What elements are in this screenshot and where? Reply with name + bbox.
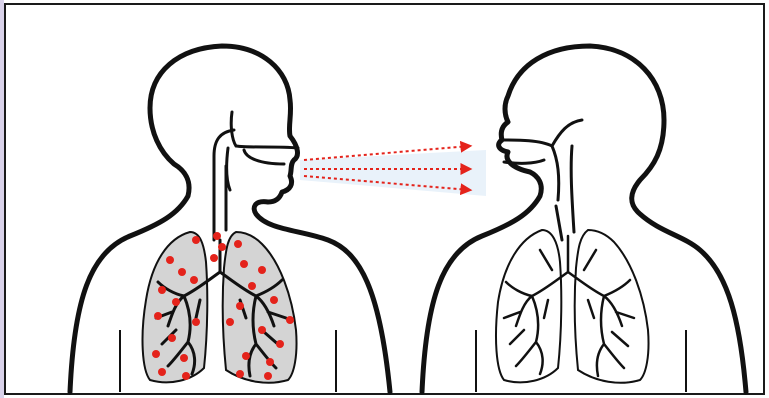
- right-lung-infected: [223, 232, 297, 383]
- particle: [234, 240, 242, 248]
- airflow-haze: [300, 150, 486, 196]
- particle: [158, 368, 166, 376]
- particle: [166, 256, 174, 264]
- particle: [218, 243, 226, 251]
- particle: [158, 286, 166, 294]
- particle: [190, 276, 198, 284]
- particle: [248, 282, 256, 290]
- particle: [240, 260, 248, 268]
- infected-airway: [214, 112, 298, 240]
- particle: [226, 318, 234, 326]
- particle: [236, 302, 244, 310]
- particle: [172, 298, 180, 306]
- left-lung-healthy: [496, 230, 561, 382]
- healthy-person: [422, 46, 746, 392]
- particle: [182, 372, 190, 380]
- particle: [264, 372, 272, 380]
- particle: [154, 312, 162, 320]
- particle: [242, 352, 250, 360]
- particle: [213, 232, 221, 240]
- particle: [168, 334, 176, 342]
- infected-person: [70, 46, 390, 392]
- particle: [178, 268, 186, 276]
- particle: [258, 326, 266, 334]
- particle: [270, 296, 278, 304]
- particle: [286, 316, 294, 324]
- particle: [266, 358, 274, 366]
- particle: [192, 236, 200, 244]
- right-lung-healthy: [575, 230, 649, 383]
- particle: [236, 370, 244, 378]
- particle: [180, 354, 188, 362]
- particle: [276, 340, 284, 348]
- particle: [258, 266, 266, 274]
- particle: [192, 318, 200, 326]
- transmission-arrows: [300, 146, 486, 196]
- particle: [152, 350, 160, 358]
- particle: [210, 254, 218, 262]
